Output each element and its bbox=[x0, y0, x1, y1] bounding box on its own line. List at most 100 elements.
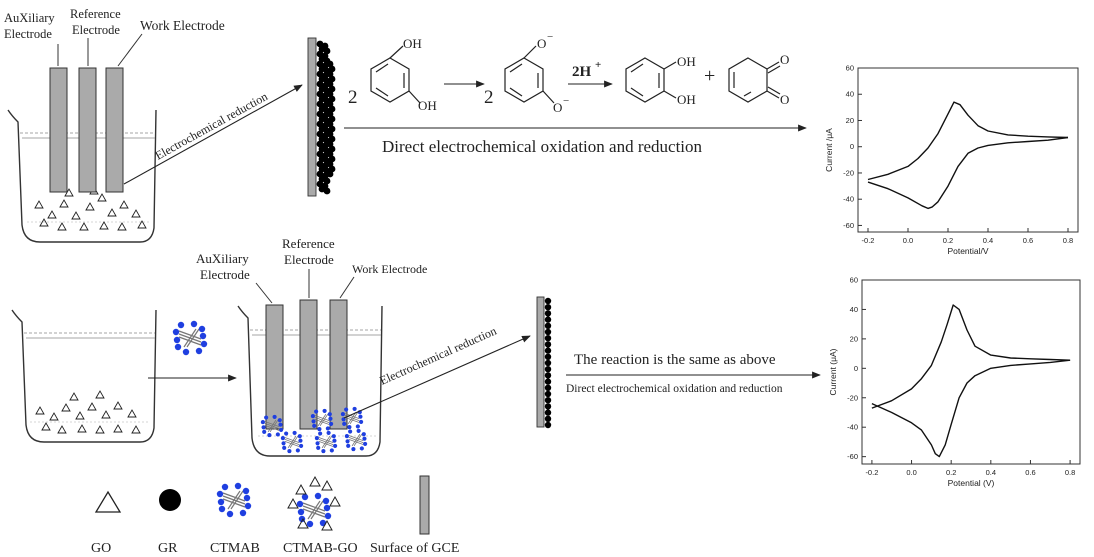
gr-particle bbox=[544, 297, 552, 305]
cv-curve bbox=[871, 304, 1071, 409]
top-reduction-label: Electrochemical reduction bbox=[153, 89, 270, 162]
gr-particle bbox=[544, 378, 552, 385]
top-ref-label-1: Reference bbox=[70, 7, 121, 21]
quinone-o-2: O bbox=[780, 92, 789, 107]
same-reaction-label: The reaction is the same as above bbox=[574, 352, 776, 368]
y-tick-label: -20 bbox=[847, 393, 858, 402]
x-tick-label: 0.0 bbox=[903, 236, 913, 245]
legend-ctmab-label: CTMAB bbox=[210, 541, 260, 556]
y-axis-label: Current /μA bbox=[824, 128, 834, 172]
bottom-work-label: Work Electrode bbox=[352, 262, 427, 276]
catecholate-molecule bbox=[504, 45, 555, 104]
gr-particle bbox=[544, 366, 552, 373]
catechol-molecule bbox=[370, 45, 421, 104]
y-tick-label: -60 bbox=[843, 221, 854, 230]
bottom-work-electrode bbox=[329, 299, 348, 430]
y-axis-label: Current (μA) bbox=[828, 348, 838, 395]
top-work-electrode bbox=[105, 67, 124, 193]
top-reduction-arrow bbox=[123, 84, 303, 185]
x-tick-label: 0.2 bbox=[946, 468, 956, 477]
legend-ctmab-go-icon bbox=[287, 475, 341, 531]
gr-particle bbox=[544, 359, 552, 367]
x-tick-label: 0.8 bbox=[1063, 236, 1073, 245]
direct-top-label: Direct electrochemical oxidation and red… bbox=[382, 137, 703, 156]
x-axis-label: Potential/V bbox=[947, 246, 988, 256]
go-particles-2 bbox=[35, 390, 141, 434]
catecholate-minus-2: − bbox=[563, 95, 569, 107]
gr-particle bbox=[544, 384, 552, 391]
x-tick-label: 0.0 bbox=[906, 468, 916, 477]
cv-curve bbox=[871, 359, 1071, 458]
top-work-label: Work Electrode bbox=[140, 18, 225, 33]
y-tick-label: 20 bbox=[850, 334, 858, 343]
top-aux-label-1: AuXiliary bbox=[4, 11, 55, 25]
legend: GO GR CTMAB CTMAB-GO Surface of GCE bbox=[91, 475, 459, 556]
plus-sign: + bbox=[704, 65, 715, 87]
legend-go-label: GO bbox=[91, 541, 111, 556]
top-gce-rod bbox=[307, 37, 317, 197]
gr-particle bbox=[544, 316, 552, 323]
gr-particle bbox=[544, 310, 552, 317]
legend-gr-label: GR bbox=[158, 541, 178, 556]
gr-particle bbox=[544, 372, 552, 379]
top-auxiliary-electrode bbox=[49, 67, 68, 193]
gr-particle bbox=[544, 328, 552, 336]
x-axis-label: Potential (V) bbox=[948, 478, 995, 488]
catecholate-minus-1: − bbox=[547, 31, 553, 43]
y-tick-label: 40 bbox=[846, 90, 854, 99]
y-tick-label: 0 bbox=[850, 142, 854, 151]
x-tick-label: 0.8 bbox=[1065, 468, 1075, 477]
quinone-product bbox=[728, 57, 781, 103]
bottom-auxiliary-electrode bbox=[265, 304, 284, 430]
y-tick-label: 0 bbox=[854, 364, 858, 373]
catechol-oh-2: OH bbox=[418, 98, 437, 113]
product-oh-2: OH bbox=[677, 92, 696, 107]
quinone-o-1: O bbox=[780, 52, 789, 67]
ctmab-addition bbox=[172, 320, 208, 356]
proton-label: 2H bbox=[572, 64, 592, 80]
cv-curve bbox=[867, 101, 1069, 181]
x-tick-label: 0.6 bbox=[1025, 468, 1035, 477]
x-tick-label: 0.6 bbox=[1023, 236, 1033, 245]
gr-particle bbox=[544, 421, 552, 429]
product-oh-1: OH bbox=[677, 54, 696, 69]
bottom-reference-electrode bbox=[299, 299, 318, 430]
bottom-aux-label-2: Electrode bbox=[200, 267, 250, 282]
y-tick-label: 20 bbox=[846, 116, 854, 125]
catecholate-o-1: O bbox=[537, 36, 546, 51]
cv-curve bbox=[867, 136, 1069, 210]
legend-ctmab-icon bbox=[216, 482, 252, 518]
x-tick-label: -0.2 bbox=[862, 236, 875, 245]
y-tick-label: -40 bbox=[847, 423, 858, 432]
gr-particle bbox=[544, 304, 552, 311]
gr-particle bbox=[544, 403, 552, 410]
coef-2: 2 bbox=[484, 87, 494, 108]
bottom-left-beaker bbox=[11, 309, 157, 443]
bottom-ref-label-2: Electrode bbox=[284, 252, 334, 267]
proton-charge: + bbox=[595, 59, 601, 71]
y-tick-label: 60 bbox=[850, 276, 858, 285]
y-tick-label: 60 bbox=[846, 64, 854, 73]
legend-ctmab-go-label: CTMAB-GO bbox=[283, 541, 358, 556]
gr-particle bbox=[544, 353, 552, 360]
gr-particle bbox=[544, 409, 552, 416]
catecholate-o-2: O bbox=[553, 100, 562, 115]
gr-particle bbox=[544, 415, 552, 422]
plot-frame bbox=[861, 279, 1081, 465]
x-tick-label: -0.2 bbox=[865, 468, 878, 477]
gr-particle bbox=[544, 335, 552, 342]
coef-1: 2 bbox=[348, 87, 358, 108]
y-tick-label: -20 bbox=[843, 168, 854, 177]
gr-particle bbox=[326, 170, 334, 178]
legend-go-triangle bbox=[94, 490, 122, 513]
legend-gr-dot bbox=[159, 489, 181, 511]
plot-frame bbox=[857, 67, 1079, 233]
top-reference-electrode bbox=[78, 67, 97, 193]
top-ref-label-2: Electrode bbox=[72, 23, 120, 37]
bottom-gce-rod bbox=[536, 296, 545, 428]
bottom-reduction-label: Electrochemical reduction bbox=[378, 324, 499, 388]
bottom-leader-work bbox=[339, 276, 355, 299]
x-tick-label: 0.4 bbox=[986, 468, 996, 477]
